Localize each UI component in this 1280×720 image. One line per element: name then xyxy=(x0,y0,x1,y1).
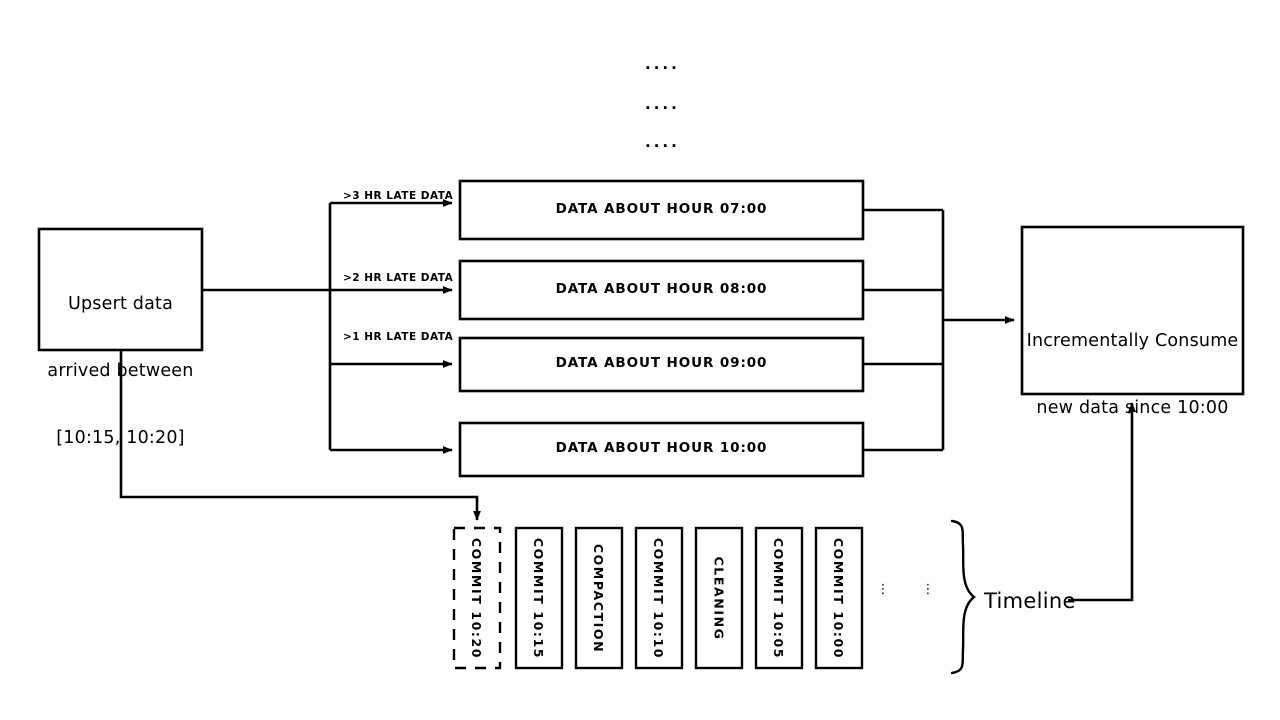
timeline-label: Timeline xyxy=(984,589,1076,613)
commit-label-1: COMMIT 10:15 xyxy=(531,537,547,659)
partition-box-3 xyxy=(458,421,865,478)
commit-cell-0: COMMIT 10:20 xyxy=(454,528,500,668)
partition-box-0 xyxy=(458,179,865,241)
commit-box-4 xyxy=(694,526,744,670)
commit-box-5 xyxy=(754,526,804,670)
upsert-source-label: Upsert data arrived between [10:15, 10:2… xyxy=(39,248,202,494)
top-ellipsis-0: .... xyxy=(645,55,680,73)
commit-cell-6: COMMIT 10:00 xyxy=(816,528,862,668)
commit-cell-2: COMPACTION xyxy=(576,528,622,668)
commit-label-4: CLEANING xyxy=(711,556,727,640)
upsert-source-line-1: Upsert data xyxy=(67,293,174,314)
top-ellipsis-2: .... xyxy=(645,133,680,151)
upsert-source-line-3: [10:15, 10:20] xyxy=(56,428,185,449)
commit-cell-1: COMMIT 10:15 xyxy=(516,528,562,668)
timeline-brace xyxy=(950,519,976,675)
commit-cell-5: COMMIT 10:05 xyxy=(756,528,802,668)
commit-label-0: COMMIT 10:20 xyxy=(469,537,485,659)
commit-box-2 xyxy=(574,526,624,670)
incremental-consume-label: Incrementally Consume new data since 10:… xyxy=(1022,285,1243,464)
partition-label-2: Data about hour 09:00 xyxy=(555,355,768,371)
partition-label-0: Data about hour 07:00 xyxy=(555,201,768,217)
commit-box-1 xyxy=(514,526,564,670)
partition-box-2 xyxy=(458,336,865,393)
timeline-ellipsis-0: ⋮ xyxy=(876,582,890,597)
commit-label-5: COMMIT 10:05 xyxy=(771,537,787,659)
commit-cell-3: COMMIT 10:10 xyxy=(636,528,682,668)
upsert-source-box xyxy=(37,227,204,352)
commit-cell-4: CLEANING xyxy=(696,528,742,668)
incremental-consume-line-1: Incrementally Consume xyxy=(1026,330,1239,351)
partition-label-3: Data about hour 10:00 xyxy=(555,440,768,456)
commit-label-6: COMMIT 10:00 xyxy=(831,537,847,659)
timeline-to-sink-arrow xyxy=(1068,402,1136,602)
commit-label-3: COMMIT 10:10 xyxy=(651,537,667,659)
source-to-commit-arrow xyxy=(119,350,481,521)
partition-label-1: Data about hour 08:00 xyxy=(555,281,768,297)
arrow-label-3hr: >3 hr late data xyxy=(343,190,454,202)
commit-label-2: COMPACTION xyxy=(591,543,607,653)
commit-box-0 xyxy=(452,526,502,670)
upsert-source-line-2: arrived between xyxy=(47,360,194,381)
top-ellipsis-1: .... xyxy=(645,95,680,113)
commit-box-3 xyxy=(634,526,684,670)
arrow-label-2hr: >2 hr late data xyxy=(343,272,454,284)
commit-box-6 xyxy=(814,526,864,670)
timeline-ellipsis-1: ⋮ xyxy=(921,582,935,597)
incremental-consume-box xyxy=(1020,225,1245,396)
arrow-label-1hr: >1 hr late data xyxy=(343,331,454,343)
incremental-consume-line-2: new data since 10:00 xyxy=(1036,397,1229,418)
